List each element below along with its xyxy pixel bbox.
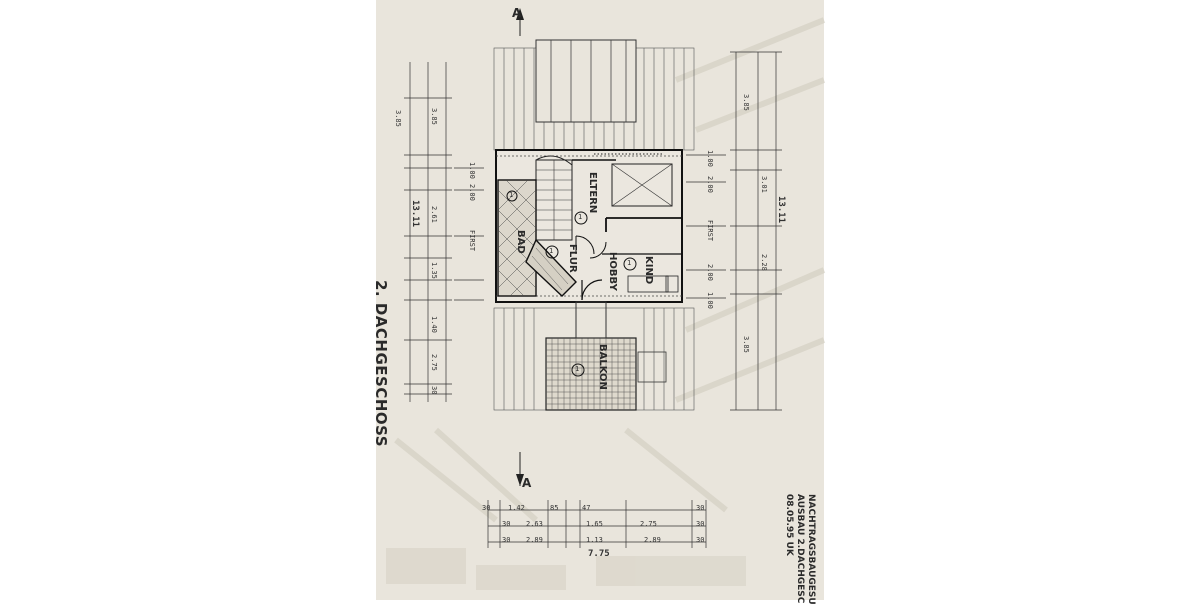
bottom-dim: 2.89 [644,536,661,544]
right-dim-first: FIRST [706,220,714,242]
section-arrow-top [516,8,524,20]
left-dim-261: 2.61 [430,206,438,223]
left-dim-200: 2.00 [468,184,476,201]
right-dim-228: 2.28 [760,254,768,271]
bottom-dim: 30 [696,520,705,528]
bottom-dim: 30 [502,536,511,544]
right-dim-100a: 1.00 [706,150,714,167]
left-dim-140: 1.40 [430,316,438,333]
left-dim-385a: 3.85 [430,108,438,125]
left-dim-first: FIRST [468,230,476,252]
left-dim-385b: 3.85 [394,110,402,127]
right-dim-301: 3.01 [760,176,768,193]
left-dim-275: 2.75 [430,354,438,371]
right-dim-total: 13.11 [776,196,786,224]
right-dim-385b: 3.85 [742,336,750,353]
bottom-dim: 30 [696,504,705,512]
bottom-dim: 30 [502,520,511,528]
room-number-balkon: 1 [575,365,580,373]
bottom-dim: 30 [482,504,491,512]
bottom-dim: 2.75 [640,520,657,528]
bottom-dim: 47 [582,504,591,512]
section-arrow-bottom [516,474,524,486]
room-label-bad: BAD [515,230,526,254]
room-number-bad: 1 [509,191,514,199]
bottom-dim: 1.65 [586,520,603,528]
stamp-line-1: NACHTRAGSBAUGESU [806,494,816,605]
left-dim-30: 30 [430,386,438,395]
bottom-dim: 1.42 [508,504,525,512]
bottom-dim: 1.13 [586,536,603,544]
room-number-flur: 1 [549,247,554,255]
room-label-kind: KIND [643,256,654,285]
left-dim-135: 1.35 [430,262,438,279]
bottom-dim: 2.63 [526,520,543,528]
section-marker-top: A [512,6,522,20]
room-label-flur: FLUR [567,244,578,273]
left-dim-total: 13.11 [410,200,420,228]
bottom-dim: 2.89 [526,536,543,544]
bottom-dim: 85 [550,504,559,512]
right-dim-385a: 3.85 [742,94,750,111]
room-number-hobby: 1 [627,259,632,267]
room-number-eltern: 1 [578,213,583,221]
floor-plan-drawing [386,8,826,590]
sheet-title: 2. DACHGESCHOSS [372,280,390,448]
room-label-balkon: BALKON [597,344,608,390]
room-label-eltern: ELTERN [587,172,598,214]
bottom-dim-total: 7.75 [588,549,610,559]
floor-plan-sheet: 2. DACHGESCHOSS A A ELTERN BAD FLUR KIND… [372,0,826,605]
stamp-line-2: AUSBAU 2.DACHGESC [795,494,805,604]
right-dim-100b: 1.00 [706,292,714,309]
stamp-line-3: 08.05.95 UK [784,494,794,556]
bottom-dim: 30 [696,536,705,544]
left-dim-100: 1.00 [468,162,476,179]
right-dim-200b: 2.00 [706,264,714,281]
section-marker-bottom: A [522,476,532,490]
right-dim-200a: 2.00 [706,176,714,193]
room-label-hobby: HOBBY [607,252,618,291]
